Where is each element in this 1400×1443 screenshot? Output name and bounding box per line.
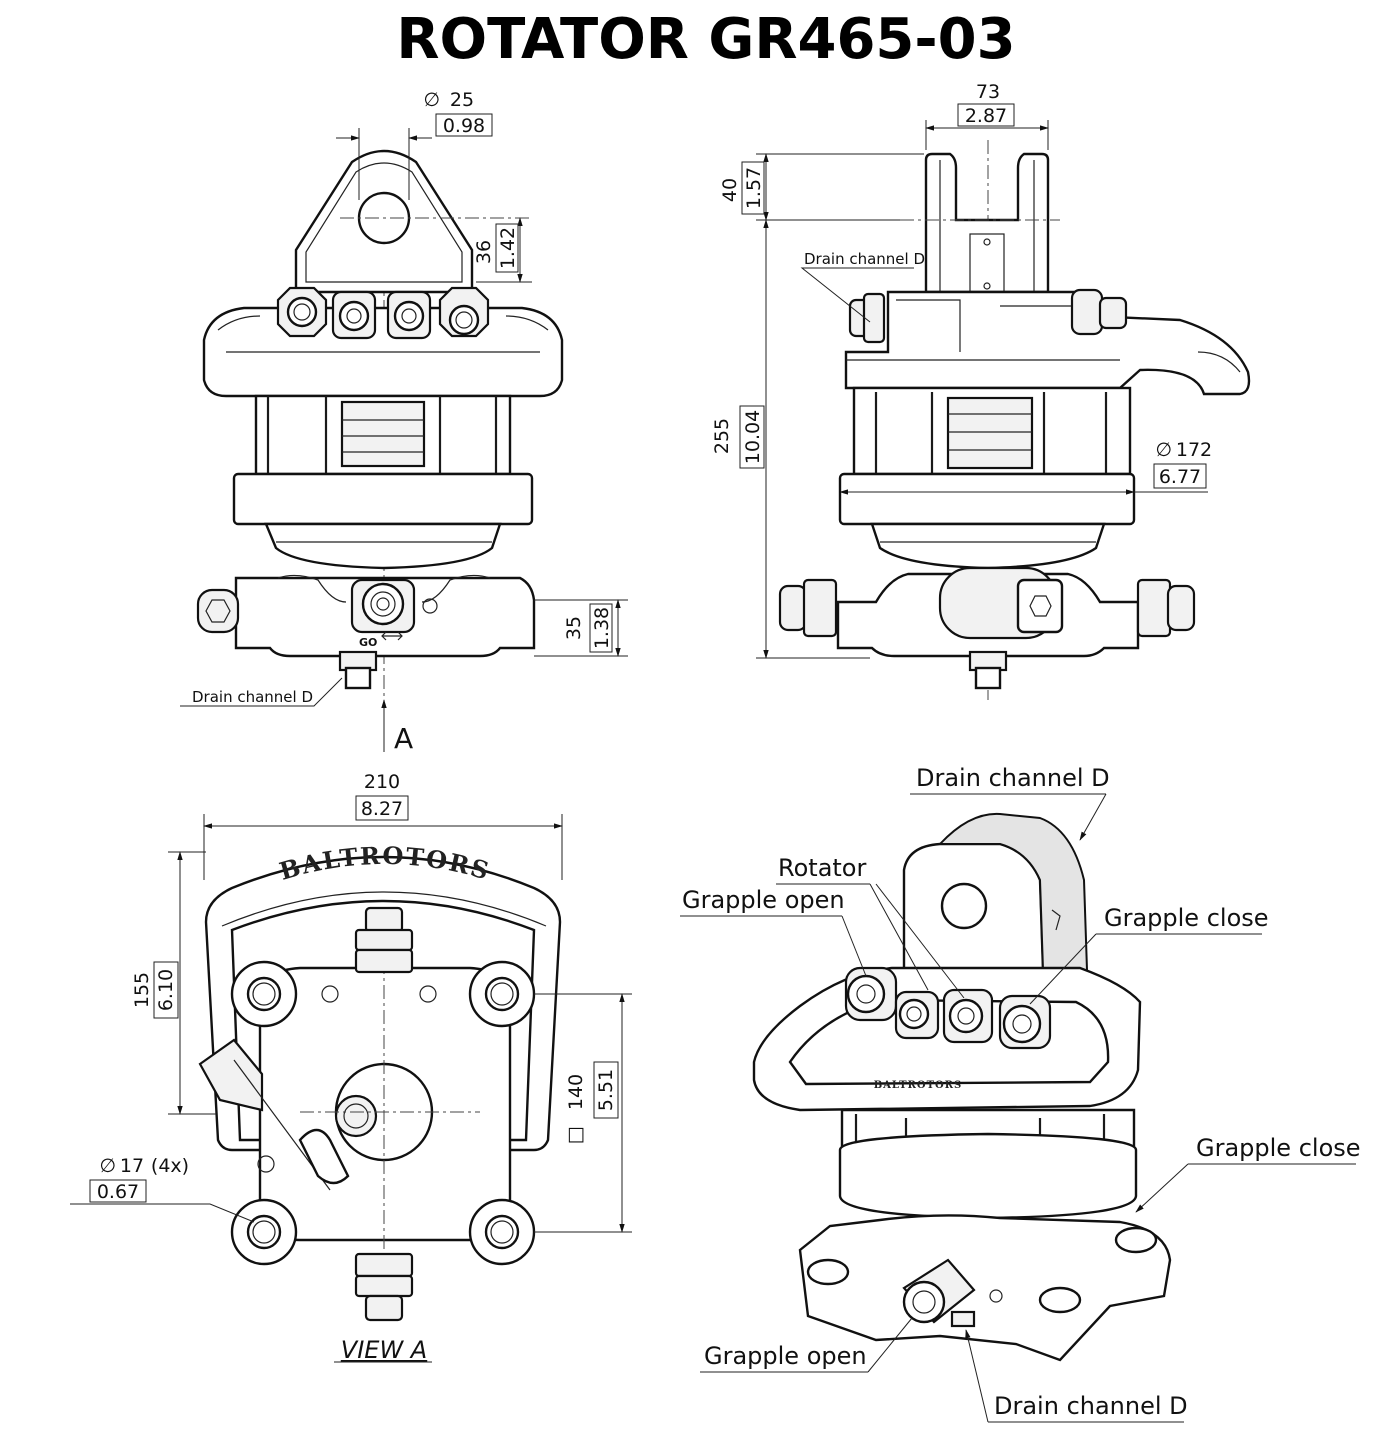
bolt-lobes (230, 960, 536, 1266)
svg-text:1.57: 1.57 (743, 167, 765, 209)
svg-text:210: 210 (364, 771, 400, 793)
view-a-marker: A (394, 722, 413, 755)
svg-text:36: 36 (473, 240, 495, 264)
svg-text:155: 155 (131, 972, 153, 1008)
iso-label-drain-bottom: Drain channel D (994, 1392, 1188, 1420)
svg-text:6.77: 6.77 (1159, 466, 1201, 488)
dim-link-width: 73 2.87 (925, 81, 1049, 150)
iso-base (798, 1214, 1172, 1362)
svg-text:25: 25 (450, 89, 474, 111)
side-ring (838, 472, 1136, 526)
svg-text:1.42: 1.42 (497, 227, 519, 269)
go-mark: GO (359, 636, 377, 649)
dim-heights: 40 1.57 255 10.04 (711, 153, 924, 659)
ring (232, 472, 534, 526)
svg-text:255: 255 (711, 418, 733, 454)
iso-label-drain-top: Drain channel D (916, 764, 1110, 792)
svg-text:10.04: 10.04 (742, 410, 764, 464)
svg-text:6.10: 6.10 (155, 969, 177, 1011)
iso-label-grapple-open-top: Grapple open (682, 886, 845, 914)
svg-text:5.51: 5.51 (595, 1069, 617, 1111)
svg-text:0.98: 0.98 (443, 115, 485, 137)
dim-pin-diameter: ∅ 25 0.98 (336, 89, 493, 200)
svg-text:∅: ∅ (99, 1155, 116, 1177)
iso-label-grapple-close-top: Grapple close (1104, 904, 1269, 932)
link-top (924, 152, 1050, 294)
side-housing (844, 290, 1251, 396)
dim-bolt-square: □ 140 5.51 (534, 993, 632, 1233)
svg-text:∅: ∅ (423, 89, 440, 111)
side-plug (196, 588, 240, 634)
svg-text:(4x): (4x) (151, 1155, 189, 1177)
dim-overall-depth: 155 6.10 (131, 851, 216, 1115)
svg-text:140: 140 (565, 1074, 587, 1110)
svg-text:∅: ∅ (1155, 439, 1172, 461)
svg-text:73: 73 (976, 81, 1000, 103)
side-port (198, 1038, 264, 1112)
front-drain-label: Drain channel D (192, 688, 313, 706)
svg-text:1.38: 1.38 (591, 607, 613, 649)
side-view: Drain channel D 73 2.87 40 1.57 255 10.0… (711, 81, 1251, 700)
iso-label-grapple-close-bottom: Grapple close (1196, 1134, 1361, 1162)
svg-text:17: 17 (120, 1155, 144, 1177)
dim-overall-width: 210 8.27 (203, 771, 563, 880)
bottom-view: BALTROTORS (70, 771, 632, 1364)
iso-label-grapple-open-bottom: Grapple open (704, 1342, 867, 1370)
iso-callouts: Drain channel D Rotator Grapple open Gra… (680, 764, 1361, 1423)
bottom-fitting (364, 1294, 404, 1322)
svg-text:0.67: 0.67 (97, 1181, 139, 1203)
dim-pin-height: 36 1.42 (473, 217, 532, 283)
iso-fittings (844, 966, 1052, 1050)
svg-text:BALTROTORS: BALTROTORS (874, 1080, 963, 1091)
side-drain-label: Drain channel D (804, 250, 925, 268)
svg-text:172: 172 (1176, 439, 1212, 461)
iso-ring (838, 1132, 1138, 1220)
dim-body-diameter: ∅ 172 6.77 (839, 439, 1212, 495)
svg-text:35: 35 (563, 616, 585, 640)
hydraulic-fittings (276, 286, 490, 340)
svg-text:□: □ (567, 1123, 585, 1145)
iso-view: BALTROTORS Drain chann (680, 764, 1361, 1423)
svg-text:40: 40 (719, 178, 741, 202)
svg-text:2.87: 2.87 (965, 105, 1007, 127)
svg-text:8.27: 8.27 (361, 798, 403, 820)
front-view: GO Drain channel D A ∅ 25 0.98 36 1.42 (180, 89, 628, 755)
iso-label-rotator: Rotator (778, 854, 866, 882)
dim-hole-diameter: ∅ 17 (4x) 0.67 (70, 1155, 255, 1223)
view-a-label: VIEW A (341, 1336, 427, 1364)
dim-base-height: 35 1.38 (534, 599, 628, 657)
top-fitting (364, 906, 404, 934)
drawing-title: ROTATOR GR465-03 (396, 7, 1015, 72)
